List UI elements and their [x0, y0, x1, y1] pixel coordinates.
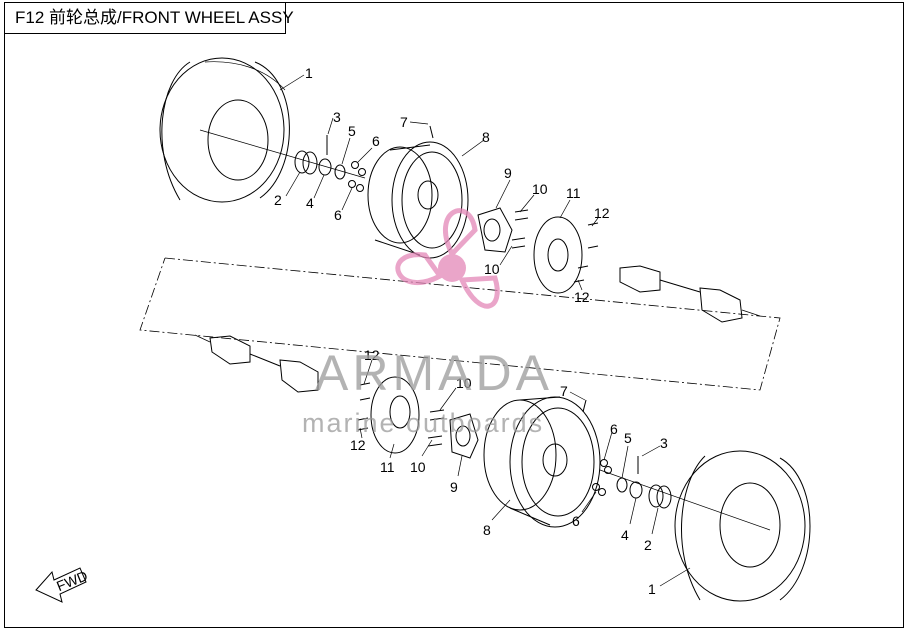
- callout-5-lower: 5: [624, 430, 632, 446]
- upper-wheel-nuts: [348, 161, 366, 192]
- callout-6-lower-b: 6: [572, 513, 580, 529]
- upper-disc-bolts: [573, 222, 599, 283]
- lower-disc-bolts: [357, 382, 371, 431]
- callout-9-upper: 9: [504, 165, 512, 181]
- lower-wheel-nuts: [592, 459, 612, 496]
- upper-nut-cover: [294, 150, 318, 175]
- callout-2-lower: 2: [644, 537, 652, 553]
- upper-rim: [367, 141, 469, 259]
- callout-1-upper: 1: [305, 65, 313, 81]
- callout-7-upper: 7: [400, 114, 408, 130]
- callout-10-upper-a: 10: [532, 181, 548, 197]
- callout-12-upper-a: 12: [594, 205, 610, 221]
- page-title: F12 前轮总成/FRONT WHEEL ASSY: [4, 2, 294, 34]
- callout-12-upper-b: 12: [574, 289, 590, 305]
- upper-brake-disc: [533, 216, 583, 294]
- callout-4-lower: 4: [621, 527, 629, 543]
- watermark-sub: marine outboards: [302, 408, 544, 438]
- watermark-propeller-hub: [438, 254, 466, 282]
- callout-3-lower: 3: [660, 435, 668, 451]
- lower-washer: [616, 477, 628, 493]
- callout-6-upper-a: 6: [372, 133, 380, 149]
- callout-10-lower-a: 10: [456, 375, 472, 391]
- forward-arrow-icon: FWD: [35, 567, 90, 603]
- lower-valve: [582, 399, 587, 413]
- diagram-frame: [4, 2, 904, 628]
- callout-10-upper-b: 10: [484, 261, 500, 277]
- callout-8-lower: 8: [483, 522, 491, 538]
- callout-12-lower-b: 12: [350, 437, 366, 453]
- upper-drive-shaft: [619, 265, 761, 323]
- upper-hub-studs: [511, 209, 529, 249]
- callout-3-upper: 3: [333, 109, 341, 125]
- callout-11-upper: 11: [566, 185, 581, 201]
- lower-hub-studs: [427, 409, 445, 447]
- lower-brake-disc: [370, 376, 420, 454]
- callout-5-upper: 5: [348, 123, 356, 139]
- callout-6-lower-a: 6: [610, 421, 618, 437]
- watermark-propeller-blade-2: [395, 252, 444, 285]
- upper-castle-nut: [318, 158, 332, 176]
- watermark-logo: ARMADA marine outboards: [302, 208, 553, 438]
- lower-hub: [449, 413, 479, 459]
- lower-drive-shaft: [194, 334, 319, 393]
- callout-10-lower-b: 10: [410, 459, 426, 475]
- callout-4-upper: 4: [306, 195, 314, 211]
- callout-6-upper-b: 6: [334, 207, 342, 223]
- watermark-main: ARMADA: [315, 345, 553, 401]
- callout-11-lower: 11: [380, 459, 395, 475]
- lower-tire: [674, 450, 811, 602]
- callout-9-lower: 9: [450, 479, 458, 495]
- watermark-propeller-blade-3: [458, 275, 500, 309]
- upper-hub: [477, 207, 513, 253]
- forward-arrow-label: FWD: [54, 567, 90, 594]
- callout-12-lower-a: 12: [364, 347, 380, 363]
- lower-callouts: 12 12 11 10 10 9 8 7 6 6 5 4 3 2 1: [350, 347, 691, 597]
- upper-washer: [334, 164, 346, 180]
- callout-7-lower: 7: [560, 383, 568, 399]
- upper-tire: [159, 57, 290, 203]
- upper-callouts: 1 2 3 4 5 6 6 7 8 9 10 10 11 12 12: [274, 65, 610, 305]
- callout-8-upper: 8: [482, 129, 490, 145]
- watermark-propeller-blade-1: [443, 208, 478, 259]
- axle-centerline: [139, 257, 781, 391]
- lower-nut-cover: [648, 484, 672, 509]
- lower-rim: [483, 396, 601, 528]
- upper-valve: [429, 125, 434, 139]
- callout-1-lower: 1: [648, 581, 656, 597]
- callout-2-upper: 2: [274, 192, 282, 208]
